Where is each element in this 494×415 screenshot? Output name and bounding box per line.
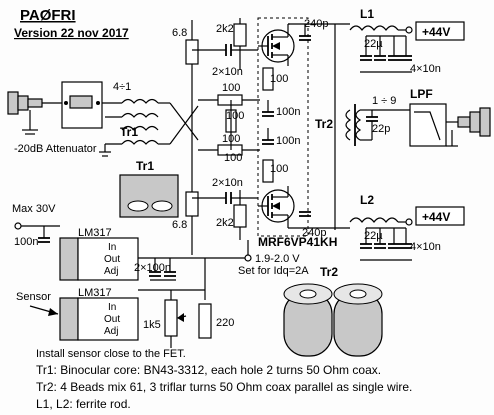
l2-inductor <box>349 217 399 223</box>
tr2-note: Tr2: 4 Beads mix 61, 3 triflar turns 50 … <box>36 380 412 394</box>
bias-set-label: Set for Idq=2A <box>238 265 309 277</box>
reg-bottom-pin-out: Out <box>104 314 120 325</box>
resistor-6-8-bottom <box>185 191 199 217</box>
attenuator <box>61 81 103 129</box>
bias-voltage-label: 1.9-2.0 V <box>255 253 300 265</box>
cap-bank-bottom <box>360 227 412 261</box>
reg-top-body <box>59 237 79 281</box>
tr1-photo-label: Tr1 <box>136 159 154 173</box>
resistor-100-mid-c <box>262 159 274 183</box>
reg-bottom-body <box>59 297 79 341</box>
l1-inductor <box>349 25 399 31</box>
tr2-windings <box>345 104 372 146</box>
c-4x10n-bottom-label: 4×10n <box>410 241 441 253</box>
input-connector <box>7 91 62 135</box>
supply-top-label: +44V <box>422 25 450 39</box>
reg-top-pin-in: In <box>108 242 116 253</box>
r-100-top-label: 100 <box>222 82 240 94</box>
attenuator-label: -20dB Attenuator <box>14 143 97 155</box>
version-label: Version 22 nov 2017 <box>14 26 129 40</box>
tr1-windings <box>99 98 199 157</box>
r-100-right-b-label: 100 <box>270 163 288 175</box>
r-2k2-top-label: 2k2 <box>216 23 234 35</box>
c-100n-b-label: 100n <box>276 135 300 147</box>
resistor-220 <box>198 303 212 339</box>
lpf-label: LPF <box>410 87 433 101</box>
sensor-label: Sensor <box>16 291 51 303</box>
r-220-label: 220 <box>216 317 234 329</box>
tr1-photo: Tr1 <box>119 159 179 218</box>
tr2-label: Tr2 <box>315 117 333 131</box>
tr1-note: Tr1: Binocular core: BN43-3312, each hol… <box>36 363 381 377</box>
pot-1k5 <box>164 299 178 337</box>
c-2x100n-label: 2×100n <box>134 262 171 274</box>
c-22u-bottom-label: 22µ <box>364 230 383 242</box>
fet-top <box>258 24 295 66</box>
r-6-8-top-label: 6.8 <box>172 27 187 39</box>
max-voltage-label: Max 30V <box>12 203 56 215</box>
r-100-mid-b-label: 100 <box>224 152 242 164</box>
output-connector <box>446 107 491 147</box>
c-240p-bottom-label: 240p <box>302 227 326 239</box>
l2-label: L2 <box>360 193 374 207</box>
tr2-photo-label: Tr2 <box>320 265 338 279</box>
tr1-ratio: 4÷1 <box>113 81 131 93</box>
resistor-6-8-top <box>185 39 199 65</box>
reg-bottom-pin-adj: Adj <box>104 326 118 337</box>
sensor-note: Install sensor close to the FET. <box>36 348 186 360</box>
reg-top-label: LM317 <box>78 227 112 239</box>
l1-label: L1 <box>360 7 374 21</box>
r-100-right-a-label: 100 <box>270 73 288 85</box>
c-100n-in-label: 100n <box>14 236 38 248</box>
tr2-ratio: 1 ÷ 9 <box>372 95 396 107</box>
c-22u-top-label: 22µ <box>364 38 383 50</box>
pot-label: 1k5 <box>143 319 161 331</box>
resistor-100-top <box>217 94 243 106</box>
c-100n-a-label: 100n <box>276 106 300 118</box>
fet-type-label: MRF6VP41KH <box>258 235 337 249</box>
reg-bottom-pin-in: In <box>108 302 116 313</box>
reg-top-pin-out: Out <box>104 254 120 265</box>
l-note: L1, L2: ferrite rod. <box>36 397 131 411</box>
resistor-2k2-top <box>233 23 247 47</box>
supply-bottom-label: +44V <box>422 210 450 224</box>
supply-bottom-box <box>415 206 465 226</box>
r-6-8-bottom-label: 6.8 <box>172 219 187 231</box>
schematic-title: PAØFRI <box>20 7 76 24</box>
supply-top-box <box>415 21 465 41</box>
lpf-box <box>409 103 447 147</box>
resistor-100-bottom <box>217 144 243 156</box>
resistor-100-mid-b <box>262 67 274 91</box>
tr2-photo: Tr2 <box>283 265 383 357</box>
reg-top-pin-adj: Adj <box>104 266 118 277</box>
tr1-label: Tr1 <box>120 125 138 139</box>
cap-bank-top <box>360 35 412 73</box>
c-2x10n-top-label: 2×10n <box>212 66 243 78</box>
reg-bottom-label: LM317 <box>78 287 112 299</box>
c-4x10n-top-label: 4×10n <box>410 63 441 75</box>
r-2k2-bottom-label: 2k2 <box>216 217 234 229</box>
fet-bottom <box>258 186 295 228</box>
c-2x10n-bottom-label: 2×10n <box>212 177 243 189</box>
c-22p-label: 22p <box>372 123 390 135</box>
resistor-2k2-bottom <box>233 204 247 228</box>
fet-package-outline <box>257 17 309 237</box>
r-100-mid-a-label: 100 <box>226 110 244 122</box>
